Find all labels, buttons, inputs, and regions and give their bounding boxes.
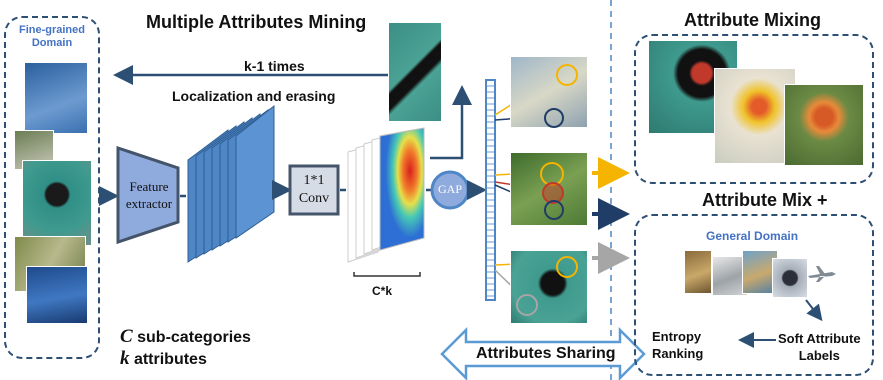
attribute-mix-plus-panel — [634, 214, 874, 376]
erased-bird-image — [388, 22, 442, 122]
conv-block — [288, 164, 340, 216]
fine-grained-title-line2: Domain — [31, 37, 73, 49]
entropy-ranking-label: Entropy Ranking — [652, 328, 703, 362]
airplane-icon — [808, 266, 836, 282]
mix-bird-image-3 — [784, 84, 864, 166]
left-caption-line1: C sub-categories — [120, 326, 251, 348]
attribute-vector — [485, 79, 496, 301]
conv-label: 1*1 Conv — [290, 172, 338, 208]
extractor-label: Feature extractor — [118, 178, 180, 212]
attribute-highlight-yellow-1 — [556, 64, 578, 86]
gap-label: GAP — [437, 182, 462, 196]
channels-label: C*k — [372, 284, 393, 298]
channels-brace — [353, 272, 421, 277]
caption-attributes: attributes — [129, 351, 207, 368]
bird-photo-water — [26, 266, 88, 324]
feature-maps-stack — [187, 104, 275, 263]
loop-label: k-1 times — [244, 58, 305, 74]
caption-var-k: k — [120, 348, 130, 369]
attribute-highlight-navy-2 — [544, 200, 564, 220]
attribute-mixing-panel — [634, 34, 874, 184]
attention-map-stack — [347, 127, 425, 263]
general-image-airplane — [806, 264, 838, 284]
sharing-double-arrow — [440, 326, 646, 380]
mixing-title: Attribute Mixing — [684, 10, 821, 30]
mix-bird-image-2 — [714, 68, 796, 164]
general-domain-label: General Domain — [706, 229, 799, 243]
bird-photo-crow — [22, 160, 92, 246]
attribute-highlight-gray-3 — [516, 294, 538, 316]
soft-line1: Soft Attribute — [778, 331, 861, 346]
general-image-crow — [772, 258, 808, 298]
entropy-line1: Entropy — [652, 329, 702, 344]
fine-grained-title-line1: Fine-grained — [18, 24, 85, 36]
conv-label-line1: 1*1 — [303, 173, 325, 188]
soft-attribute-labels: Soft Attribute Labels — [778, 330, 861, 364]
mix-plus-title: Attribute Mix + — [702, 190, 828, 210]
fine-grained-title: Fine-grained Domain — [4, 24, 100, 50]
soft-line2: Labels — [798, 348, 840, 363]
attribute-highlight-navy-1 — [544, 108, 564, 128]
attribute-highlight-yellow-3 — [556, 256, 578, 278]
mining-title: Multiple Attributes Mining — [146, 12, 367, 32]
extractor-label-line2: extractor — [125, 196, 173, 211]
general-image-bird — [684, 250, 712, 294]
entropy-line2: Ranking — [652, 346, 704, 361]
bird-photo-seagull — [24, 62, 88, 134]
extractor-label-line1: Feature — [129, 179, 169, 194]
conv-label-line2: Conv — [298, 191, 330, 206]
loop-sublabel: Localization and erasing — [172, 88, 336, 104]
caption-subcategories: sub-categories — [132, 329, 251, 346]
fine-grained-domain-panel — [4, 16, 100, 359]
feature-extractor-block — [116, 145, 180, 245]
loop-arrow — [430, 118, 464, 160]
left-caption-line2: k attributes — [120, 348, 207, 370]
caption-var-c: C — [120, 326, 133, 347]
sharing-label: Attributes Sharing — [476, 345, 616, 362]
